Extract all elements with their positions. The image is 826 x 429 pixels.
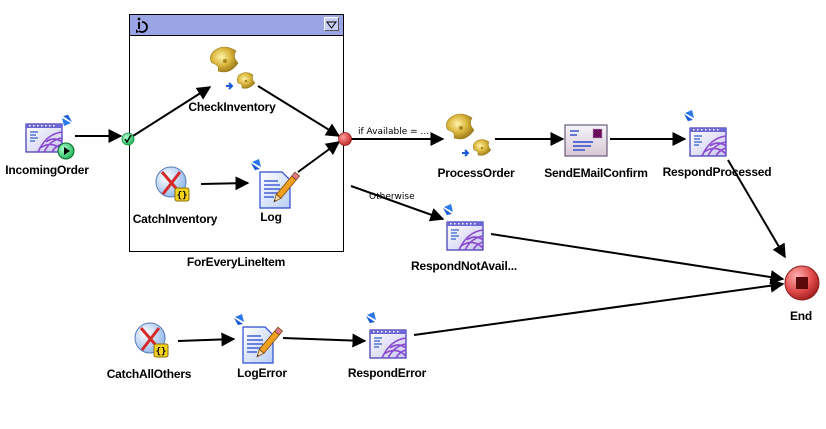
edge-join-to-respondnotavail — [350, 185, 445, 222]
send-email-confirm-icon[interactable] — [564, 124, 608, 157]
flow-join-node[interactable] — [338, 132, 352, 146]
node-label-respond-processed: RespondProcessed — [662, 165, 772, 179]
edges — [75, 85, 786, 348]
collapse-scope-button[interactable] — [324, 17, 339, 31]
node-label-log-error: LogError — [237, 366, 287, 380]
node-label-respond-not-avail: RespondNotAvail... — [411, 259, 517, 273]
node-label-send-email-confirm: SendEMailConfirm — [544, 166, 648, 180]
respond-error-icon[interactable] — [366, 312, 407, 359]
end-icon[interactable] — [784, 265, 820, 301]
node-label-check-inventory: CheckInventory — [188, 100, 276, 114]
edge-label-if-available: if Available = ... — [358, 127, 430, 137]
edge-fork-to-checkinventory — [132, 86, 212, 137]
node-label-respond-error: RespondError — [347, 366, 427, 380]
edge-catchinventory-to-log — [200, 176, 250, 191]
edge-catchallothers-to-logerror — [177, 332, 236, 347]
for-every-line-item-scope[interactable] — [129, 14, 344, 252]
node-label-process-order: ProcessOrder — [437, 166, 515, 180]
node-label-catch-all-others: CatchAllOthers — [106, 367, 192, 381]
catch-all-others-icon[interactable] — [133, 321, 170, 359]
edge-label-otherwise: Otherwise — [369, 192, 415, 202]
edge-log-to-join — [297, 141, 341, 173]
scope-label: ForEveryLineItem — [186, 255, 286, 269]
log-error-icon[interactable] — [234, 314, 284, 364]
scope-header — [130, 15, 343, 36]
node-label-incoming-order: IncomingOrder — [5, 163, 89, 177]
node-label-catch-inventory: CatchInventory — [132, 212, 218, 226]
node-label-end: End — [789, 309, 813, 323]
catch-inventory-icon[interactable] — [154, 165, 191, 203]
node-label-log: Log — [260, 210, 282, 224]
edge-checkinventory-to-join — [257, 85, 341, 137]
edge-respondprocessed-to-end — [727, 159, 786, 259]
incoming-order-icon[interactable] — [25, 111, 75, 160]
respond-not-avail-icon[interactable] — [443, 204, 484, 251]
edge-respondnotavail-to-end — [490, 233, 785, 284]
edge-logerror-to-responderror — [282, 333, 367, 348]
edge-responderror-to-end — [413, 278, 785, 336]
respond-processed-icon[interactable] — [684, 110, 727, 157]
flow-fork-node[interactable] — [121, 132, 135, 146]
chevron-down-icon — [326, 21, 337, 29]
loop-icon — [136, 17, 148, 33]
process-order-icon[interactable] — [445, 113, 492, 157]
check-inventory-icon[interactable] — [209, 46, 256, 90]
log-icon[interactable] — [251, 159, 301, 209]
